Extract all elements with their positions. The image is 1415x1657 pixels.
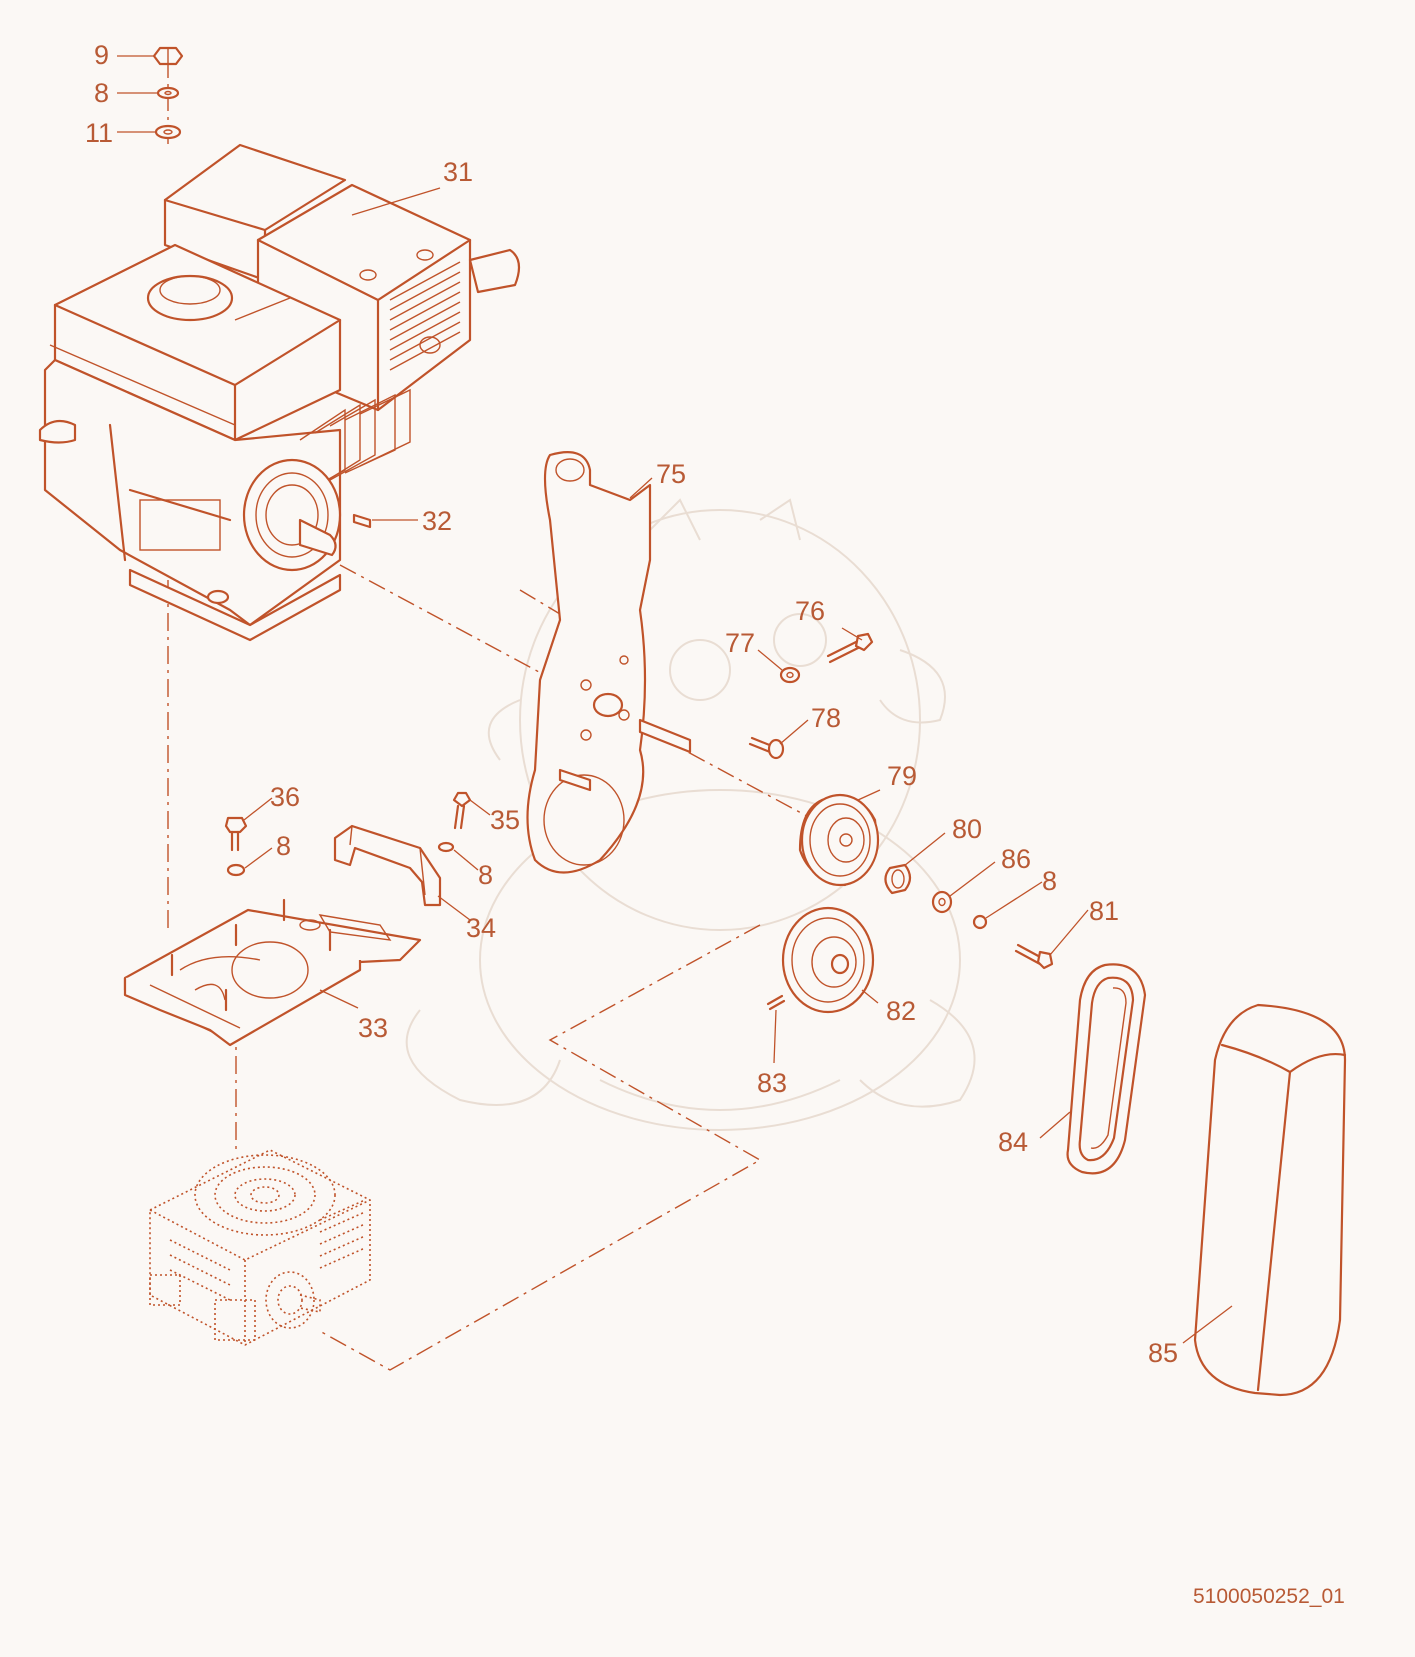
part-86-washer bbox=[931, 890, 953, 914]
callout-8-handle: 8 bbox=[478, 860, 493, 890]
part-76-bolt bbox=[826, 632, 874, 664]
part-8-lock-washer-pulley bbox=[972, 914, 988, 930]
callout-leaders bbox=[117, 55, 1233, 1344]
part-78-bolt bbox=[748, 736, 785, 760]
part-35-bolt bbox=[452, 791, 472, 830]
callout-83: 83 bbox=[757, 1068, 787, 1098]
callout-33: 33 bbox=[358, 1013, 388, 1043]
part-8-washer-top bbox=[156, 86, 180, 100]
part-83-set-screw bbox=[766, 994, 786, 1011]
gearbox-reference bbox=[149, 1149, 371, 1346]
callout-82: 82 bbox=[886, 996, 916, 1026]
document-id: 5100050252_01 bbox=[1193, 1585, 1345, 1608]
callout-11: 11 bbox=[85, 118, 113, 148]
part-11-flat-washer bbox=[154, 124, 182, 140]
callout-36: 36 bbox=[270, 782, 300, 812]
callout-8: 8 bbox=[94, 78, 109, 108]
callout-80: 80 bbox=[952, 814, 982, 844]
callout-8-base: 8 bbox=[276, 831, 291, 861]
part-77-washer bbox=[779, 666, 801, 684]
part-36-bolt bbox=[224, 816, 248, 852]
callout-84: 84 bbox=[998, 1127, 1028, 1157]
callout-labels: 9 8 11 31 32 75 76 77 78 79 80 86 8 81 3… bbox=[85, 40, 1178, 1368]
callout-31: 31 bbox=[443, 157, 473, 187]
part-34-handle bbox=[333, 824, 442, 907]
part-33-base-plate bbox=[123, 898, 422, 1047]
callout-35: 35 bbox=[490, 805, 520, 835]
part-8-washer-handle bbox=[437, 841, 455, 853]
callout-75: 75 bbox=[656, 459, 686, 489]
callout-77: 77 bbox=[725, 628, 755, 658]
part-9-hex-nut bbox=[152, 46, 184, 66]
callout-86: 86 bbox=[1001, 844, 1031, 874]
part-81-bolt bbox=[1014, 943, 1054, 970]
callout-78: 78 bbox=[811, 703, 841, 733]
callout-9: 9 bbox=[94, 40, 109, 70]
part-85-belt-guard bbox=[1193, 1003, 1347, 1397]
watermark-illustration bbox=[405, 498, 976, 1131]
callout-85: 85 bbox=[1148, 1338, 1178, 1368]
callout-81: 81 bbox=[1089, 896, 1119, 926]
part-79-pulley bbox=[798, 793, 880, 887]
callout-8-pulley: 8 bbox=[1042, 866, 1057, 896]
callout-34: 34 bbox=[466, 913, 496, 943]
part-82-pulley bbox=[781, 906, 875, 1014]
part-84-v-belt bbox=[1066, 963, 1147, 1175]
callout-79: 79 bbox=[887, 761, 917, 791]
part-32-shaft-key bbox=[352, 513, 372, 529]
part-8-washer-base bbox=[226, 863, 246, 877]
callout-32: 32 bbox=[422, 506, 452, 536]
part-75-mounting-bracket bbox=[526, 451, 692, 874]
part-80-bushing bbox=[884, 863, 912, 895]
callout-76: 76 bbox=[795, 596, 825, 626]
part-31-engine bbox=[38, 143, 521, 642]
